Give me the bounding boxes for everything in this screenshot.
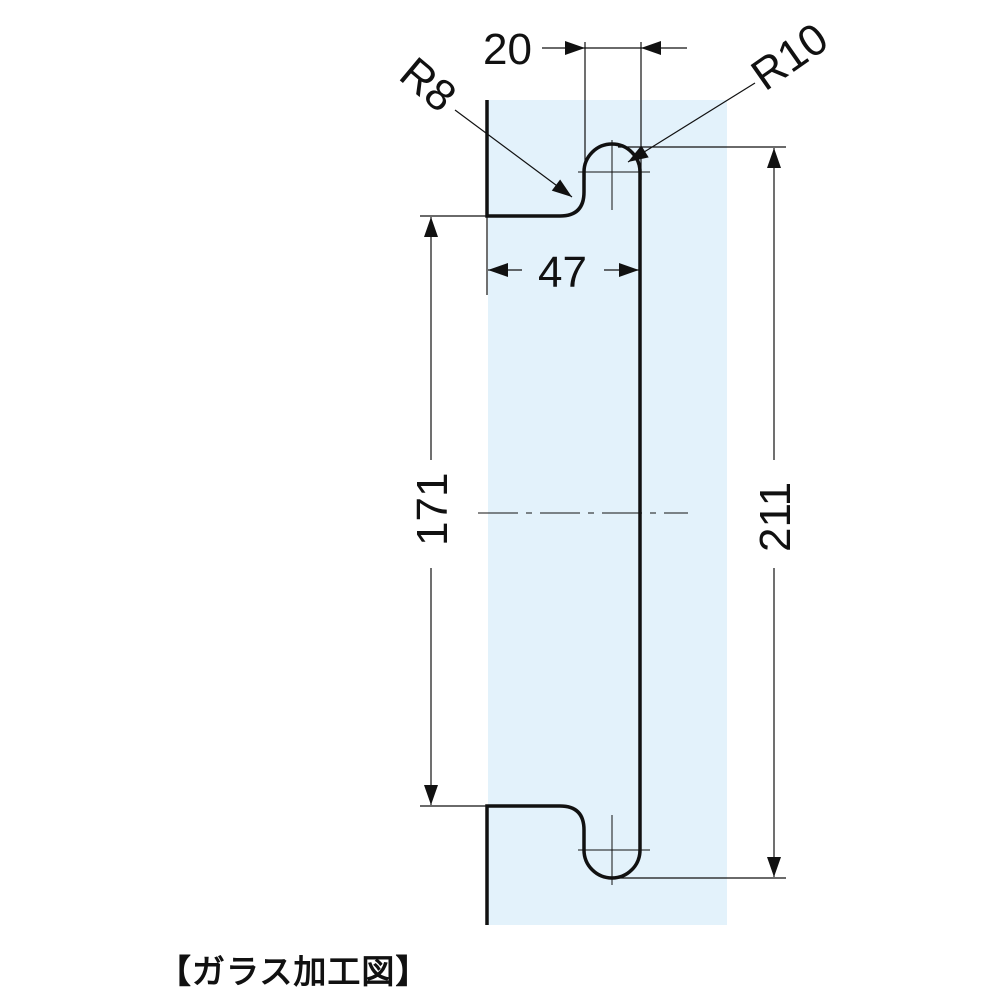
dimension-211 xyxy=(618,146,786,879)
r8-label: R8 xyxy=(391,48,466,122)
r10-leader xyxy=(627,82,756,163)
dimension-171 xyxy=(420,215,487,807)
dimension-20-label: 20 xyxy=(483,25,532,74)
dimension-171-label: 171 xyxy=(408,473,457,546)
r8-leader xyxy=(454,109,573,198)
dimension-47 xyxy=(486,216,639,295)
dimension-47-label: 47 xyxy=(538,248,587,297)
dimension-211-label: 211 xyxy=(751,482,800,552)
dimension-20 xyxy=(542,41,687,180)
cutout-profile xyxy=(485,100,642,925)
center-marks xyxy=(478,140,688,885)
r10-label: R10 xyxy=(743,14,837,100)
diagram-caption: 【ガラス加工図】 xyxy=(158,952,430,991)
